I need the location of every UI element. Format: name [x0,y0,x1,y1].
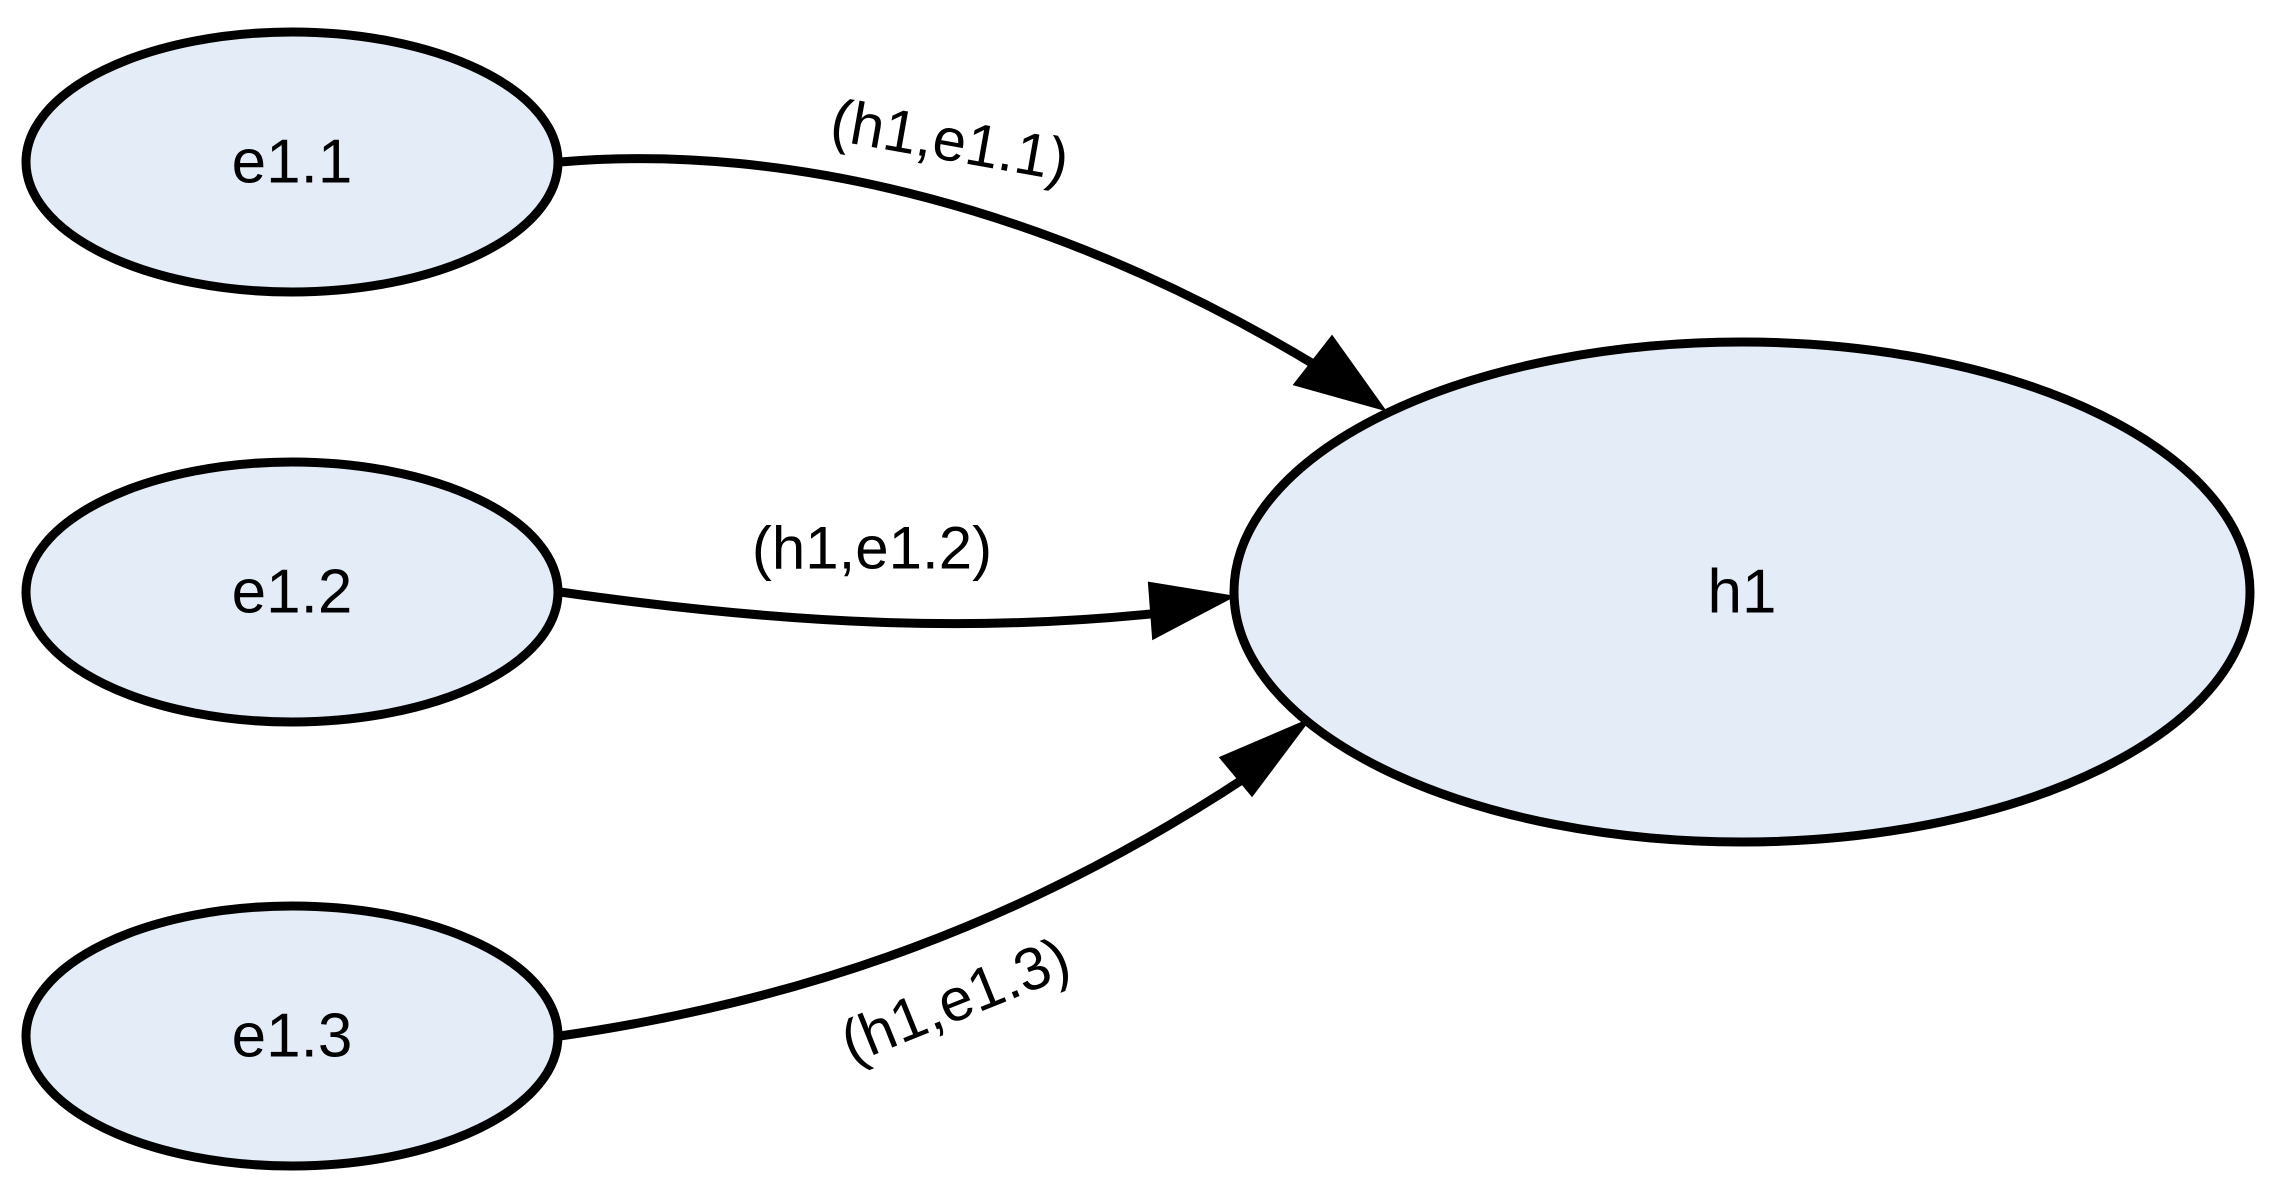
edge-label: (h1,e1.3) [831,924,1079,1076]
arrowhead-icon [1147,581,1237,641]
node-label: e1.2 [232,558,353,627]
edge-line [559,772,1251,1041]
node-ellipse [21,901,563,1171]
node-label: e1.3 [232,1002,353,1071]
node-ellipse [1229,337,2255,847]
edge-label: (h1,e1.2) [752,515,992,582]
node-label: h1 [1708,558,1777,627]
edge-label: (h1,e1.1) [826,86,1074,194]
node-ellipse [21,457,563,727]
arrowhead-icon [1218,717,1313,798]
edge-e1-1-to-h1: (h1,e1.1) [559,86,1387,412]
edge-e1-3-to-h1: (h1,e1.3) [559,717,1313,1076]
node-e1-2: e1.2 [21,457,563,727]
edge-line [559,587,1161,629]
node-h1: h1 [1229,337,2255,847]
arrowhead-icon [1292,334,1387,412]
node-e1-1: e1.1 [21,27,563,297]
node-label: e1.1 [232,128,353,197]
edge-e1-2-to-h1: (h1,e1.2) [559,515,1237,641]
node-e1-3: e1.3 [21,901,563,1171]
edge-line [559,154,1323,372]
node-ellipse [21,27,563,297]
